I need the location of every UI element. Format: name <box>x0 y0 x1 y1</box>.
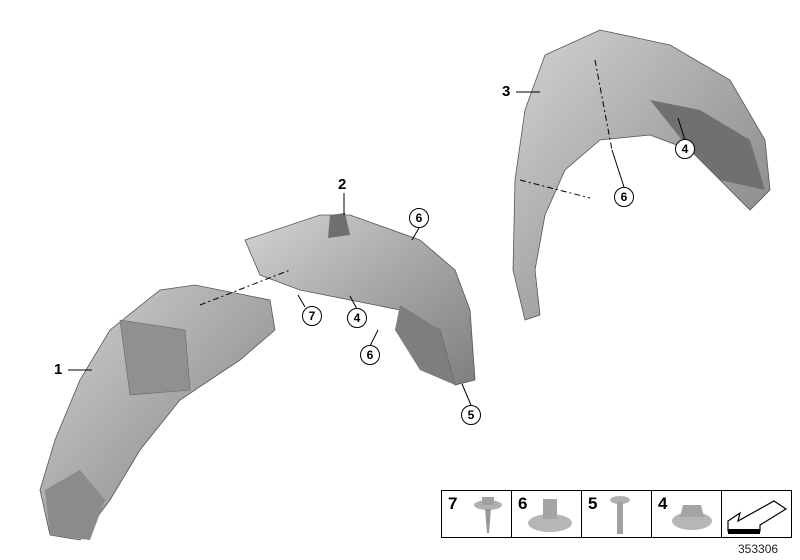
leader-lines <box>68 59 686 406</box>
legend-number: 7 <box>448 494 458 513</box>
legend-cell-7: 7 <box>442 491 512 537</box>
callout-5: 5 <box>461 405 481 425</box>
part-label-3: 3 <box>502 83 511 100</box>
wheel-liner-front-rear-section <box>244 213 476 386</box>
hex-nut-icon <box>672 505 712 530</box>
legend-cell-4: 4 <box>652 491 722 537</box>
callout-4: 4 <box>347 308 367 328</box>
callout-6: 6 <box>614 187 634 207</box>
legend-number: 4 <box>658 494 668 513</box>
legend-number: 5 <box>588 494 598 513</box>
callout-7: 7 <box>302 306 322 326</box>
wheel-liner-rear <box>512 29 771 321</box>
part-label-2: 2 <box>338 176 347 193</box>
legend-cell-5: 5 <box>582 491 652 537</box>
callout-6: 6 <box>360 345 380 365</box>
callout-4: 4 <box>675 139 695 159</box>
part-label-1: 1 <box>54 361 63 378</box>
diagram-number: 353306 <box>738 542 779 556</box>
legend-cell-6: 6 <box>512 491 582 537</box>
wheel-liner-front-left <box>39 284 276 541</box>
flange-nut-icon <box>528 499 572 532</box>
callout-6: 6 <box>409 208 429 228</box>
fastener-legend: 7 6 5 4 <box>441 490 792 538</box>
screw-icon <box>474 497 502 533</box>
legend-number: 6 <box>518 494 528 513</box>
rivet-icon <box>610 496 630 534</box>
direction-arrow-icon <box>727 500 788 534</box>
legend-cell-arrow <box>722 491 791 537</box>
